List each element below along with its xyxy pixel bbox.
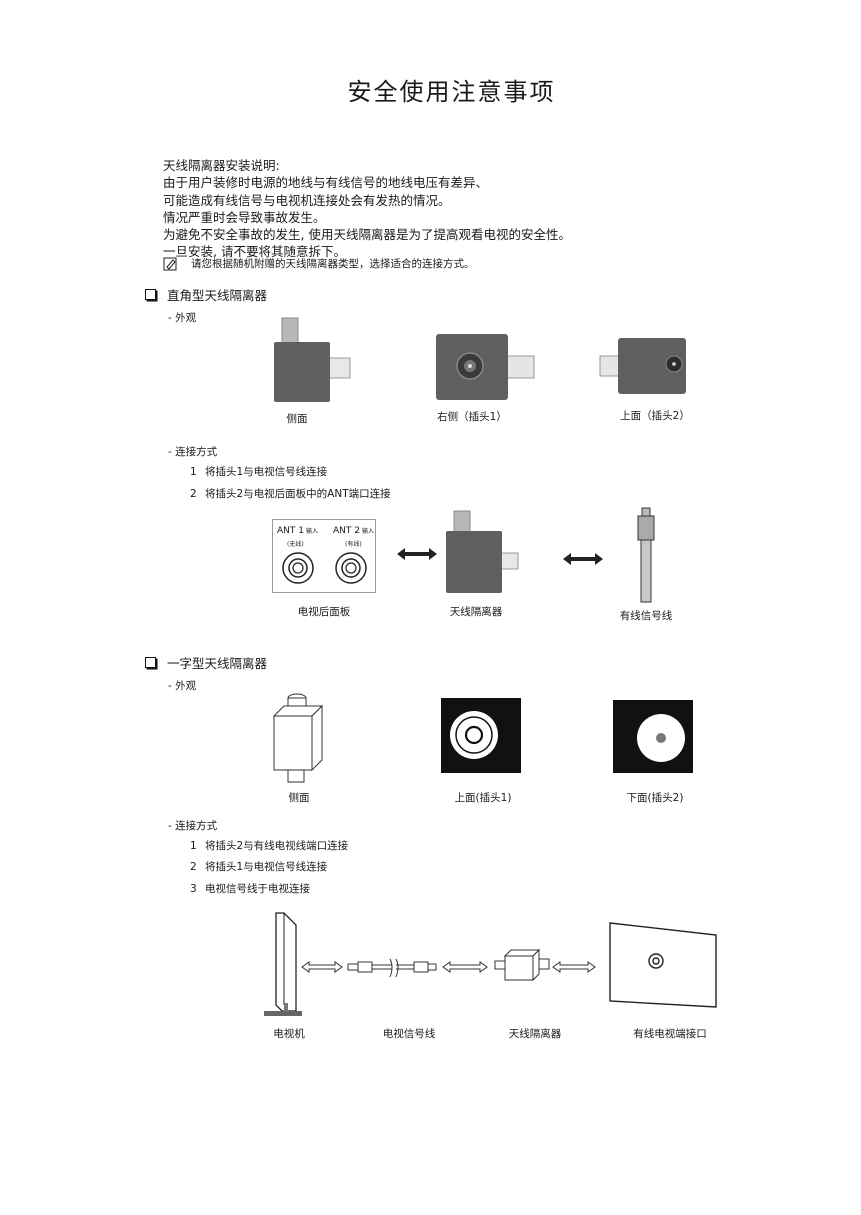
double-arrow-outline-icon	[442, 961, 488, 973]
caption-side: 侧面	[286, 413, 308, 425]
caption-top-plug1: 上面(插头1)	[454, 792, 512, 804]
connection-label: - 连接方式	[168, 820, 218, 832]
section-straight-title: 一字型天线隔离器	[145, 653, 267, 672]
caption-signal-cable: 电视信号线	[382, 1028, 436, 1040]
tv-signal-cable-image	[347, 958, 437, 978]
note-pencil-icon	[163, 257, 177, 270]
checkbox-bullet-icon	[145, 657, 156, 668]
section-title: 直角型天线隔离器	[167, 288, 268, 303]
ant1-port-icon	[282, 552, 314, 584]
straight-isolator-top-image	[441, 698, 521, 773]
note: 请您根据随机附赠的天线隔离器类型，选择适合的连接方式。	[163, 256, 475, 271]
caption-side: 侧面	[288, 792, 310, 804]
right-angle-isolator-image	[446, 510, 519, 593]
checkbox-bullet-icon	[145, 289, 156, 300]
right-angle-isolator-side-image	[274, 317, 351, 402]
tv-image	[264, 912, 302, 1016]
section-title: 一字型天线隔离器	[167, 656, 268, 671]
ant1-sub-label: (无线)	[287, 541, 304, 548]
ant2-port-icon	[335, 552, 367, 584]
intro-line: 由于用户装修时电源的地线与有线信号的地线电压有差异、	[163, 175, 489, 191]
intro-heading: 天线隔离器安装说明:	[163, 158, 280, 173]
caption-isolator: 天线隔离器	[508, 1028, 562, 1040]
caption-top: 上面（插头2）	[620, 410, 690, 422]
double-arrow-outline-icon	[552, 961, 596, 973]
appearance-label: - 外观	[168, 312, 197, 324]
caption-tv: 电视机	[273, 1028, 305, 1040]
page-title: 安全使用注意事项	[347, 78, 556, 106]
section-right-angle-title: 直角型天线隔离器	[145, 285, 267, 304]
appearance-label: - 外观	[168, 680, 197, 692]
ant2-sub-label: (有线)	[345, 541, 362, 548]
intro-block: 天线隔离器安装说明: 由于用户装修时电源的地线与有线信号的地线电压有差异、 可能…	[163, 157, 571, 261]
straight-isolator-image	[494, 948, 550, 982]
caption-isolator: 天线隔离器	[449, 606, 503, 618]
intro-line: 一旦安装, 请不要将其随意拆下。	[163, 244, 346, 260]
intro-line: 为避免不安全事故的发生, 使用天线隔离器是为了提高观看电视的安全性。	[163, 227, 571, 243]
wall-outlet-image	[609, 922, 717, 1008]
straight-isolator-bottom-image	[613, 700, 693, 773]
right-angle-isolator-top-image	[599, 338, 686, 394]
caption-right: 右侧（插头1）	[437, 411, 507, 423]
caption-tv-rear-panel: 电视后面板	[297, 606, 351, 618]
caption-cable: 有线信号线	[619, 610, 673, 622]
cable-image	[637, 507, 655, 603]
caption-wall-outlet: 有线电视端接口	[633, 1028, 707, 1040]
connection-label: - 连接方式	[168, 446, 218, 458]
ant-ports	[282, 552, 367, 584]
caption-bottom-plug2: 下面(插头2)	[626, 792, 684, 804]
double-arrow-icon	[397, 548, 437, 560]
note-text: 请您根据随机附赠的天线隔离器类型，选择适合的连接方式。	[191, 258, 475, 270]
right-angle-isolator-right-image	[436, 334, 535, 400]
intro-line: 情况严重时会导致事故发生。	[163, 209, 326, 225]
double-arrow-outline-icon	[301, 961, 343, 973]
intro-line: 可能造成有线信号与电视机连接处会有发热的情况。	[163, 192, 451, 208]
double-arrow-icon	[563, 553, 603, 565]
straight-isolator-side-image	[272, 693, 324, 783]
